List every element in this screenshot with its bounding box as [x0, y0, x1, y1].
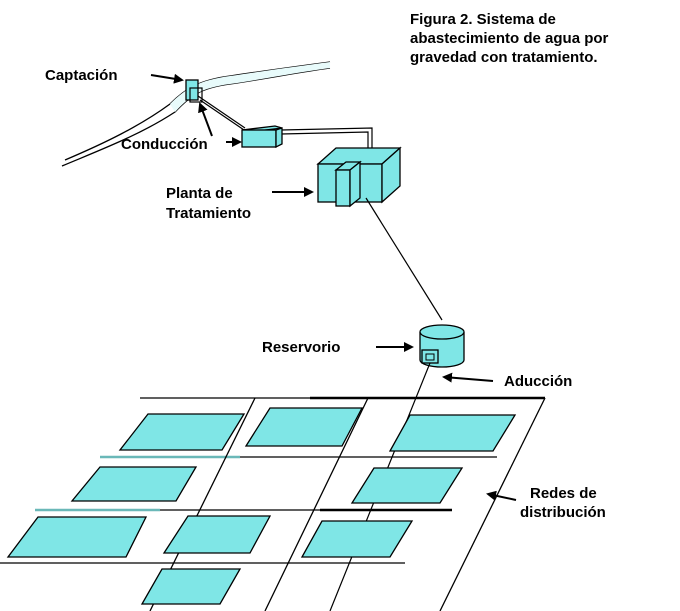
- label-captacion: Captación: [45, 67, 118, 84]
- distribution-parcels: [6, 407, 517, 605]
- distribution-network: [0, 396, 546, 611]
- label-planta-line-2: Tratamiento: [166, 205, 251, 222]
- arrow-redes: [486, 490, 517, 501]
- label-planta-line-1: Planta de: [166, 185, 233, 202]
- captacion-structure: [185, 79, 203, 103]
- conduccion-pipe: [197, 95, 373, 150]
- parcel: [388, 414, 517, 452]
- arrow-captacion: [150, 73, 184, 84]
- pointer-arrows: [150, 73, 517, 501]
- figure-title-line-2: abastecimiento de agua por: [410, 30, 609, 47]
- parcel: [70, 466, 198, 502]
- label-reservorio: Reservorio: [262, 339, 340, 356]
- reservorio-tank: [419, 324, 465, 368]
- parcel: [350, 467, 464, 504]
- planta-tratamiento: [316, 146, 402, 208]
- label-aduccion: Aducción: [504, 373, 572, 390]
- parcel: [300, 520, 414, 558]
- label-conduccion: Conducción: [121, 136, 208, 153]
- plant-to-reservoir-pipe: [365, 197, 443, 321]
- parcel: [6, 516, 148, 558]
- figure-title-line-1: Figura 2. Sistema de: [410, 11, 556, 28]
- label-redes-line-1: Redes de: [530, 485, 597, 502]
- arrow-conduccion: [198, 102, 213, 137]
- parcel: [140, 568, 242, 605]
- conduccion-box: [241, 125, 283, 149]
- label-redes-line-2: distribución: [520, 504, 606, 521]
- parcel: [244, 407, 364, 447]
- figure-title-line-3: gravedad con tratamiento.: [410, 49, 598, 66]
- parcel: [118, 413, 246, 451]
- arrow-aduccion: [442, 372, 494, 383]
- parcel: [162, 515, 272, 554]
